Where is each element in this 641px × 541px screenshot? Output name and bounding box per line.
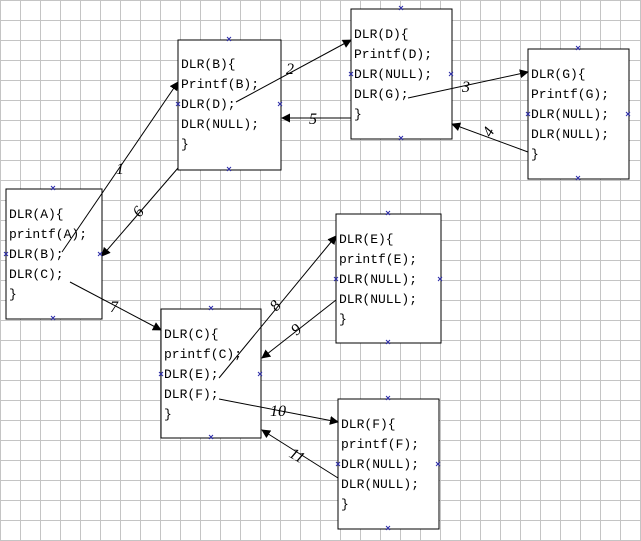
arrow-10-label: 10 <box>270 403 286 420</box>
arrow-7-line <box>69 281 162 331</box>
arrow-11-line <box>261 429 339 479</box>
box-d[interactable]: DLR(D){ Printf(D); DLR(NULL); DLR(G); } <box>350 8 453 140</box>
box-c-line-4: DLR(F); <box>164 387 219 402</box>
arrow-6-line <box>101 167 179 257</box>
arrow-1-line <box>61 81 179 253</box>
box-b-line-3: DLR(D); <box>181 97 236 112</box>
arrow-5[interactable]: 5 <box>281 111 351 128</box>
arrow-9-line <box>261 299 337 359</box>
box-b-line-4: DLR(NULL); <box>181 117 259 132</box>
arrow-9-label: 9 <box>288 321 305 339</box>
arrow-4-line <box>451 122 529 153</box>
box-e[interactable]: DLR(E){ printf(E); DLR(NULL); DLR(NULL);… <box>335 213 442 344</box>
box-a-line-5: } <box>9 287 17 302</box>
box-e-line-2: printf(E); <box>339 252 417 267</box>
box-g-frame <box>527 48 630 180</box>
arrow-2-line <box>235 39 352 103</box>
arrow-3[interactable]: 3 <box>407 69 529 99</box>
arrow-1-label: 1 <box>116 161 124 178</box>
box-e-line-4: DLR(NULL); <box>339 292 417 307</box>
box-a-line-3: DLR(B); <box>9 247 64 262</box>
arrow-2-label: 2 <box>286 61 294 78</box>
box-a-line-4: DLR(C); <box>9 267 64 282</box>
handle-marker <box>175 36 283 172</box>
box-c-line-3: DLR(E); <box>164 367 219 382</box>
arrow-10[interactable]: 10 <box>218 398 339 425</box>
arrow-10-line <box>218 398 339 425</box>
box-e-line-5: } <box>339 312 347 327</box>
box-f[interactable]: DLR(F){ printf(F); DLR(NULL); DLR(NULL);… <box>337 398 440 530</box>
arrow-5-label: 5 <box>309 111 317 128</box>
box-b[interactable]: DLR(B){ Printf(B); DLR(D); DLR(NULL); } <box>177 39 282 171</box>
arrow-1[interactable]: 1 <box>61 81 179 253</box>
arrow-2[interactable]: 2 <box>235 39 352 103</box>
box-b-frame <box>177 39 282 171</box>
box-g-line-2: Printf(G); <box>531 87 609 102</box>
arrow-4-label: 4 <box>480 124 499 139</box>
handle-marker <box>335 395 441 531</box>
box-d-line-4: DLR(G); <box>354 87 409 102</box>
box-c-line-2: printf(C); <box>164 347 242 362</box>
box-c-line-5: } <box>164 407 172 422</box>
arrow-3-line <box>407 69 529 99</box>
handle-marker <box>525 45 631 181</box>
box-f-line-2: printf(F); <box>341 437 419 452</box>
arrow-8-line <box>218 235 337 379</box>
box-d-line-5: } <box>354 107 362 122</box>
box-a-frame <box>5 188 103 320</box>
box-f-line-4: DLR(NULL); <box>341 477 419 492</box>
box-f-line-3: DLR(NULL); <box>341 457 419 472</box>
box-g-line-5: } <box>531 147 539 162</box>
arrow-4[interactable]: 4 <box>451 122 529 153</box>
handle-marker <box>348 5 454 141</box>
box-c[interactable]: DLR(C){ printf(C); DLR(E); DLR(F); } <box>160 308 262 439</box>
arrow-8-label: 8 <box>267 298 285 315</box>
arrow-7[interactable]: 7 <box>69 281 162 331</box>
box-d-line-3: DLR(NULL); <box>354 67 432 82</box>
arrow-8[interactable]: 8 <box>218 235 337 379</box>
box-c-frame <box>160 308 262 439</box>
box-f-line-1: DLR(F){ <box>341 417 396 432</box>
box-b-line-1: DLR(B){ <box>181 57 236 72</box>
arrow-7-label: 7 <box>110 299 119 316</box>
box-a-line-1: DLR(A){ <box>9 207 64 222</box>
handle-marker <box>333 210 443 345</box>
handle-marker <box>158 305 263 440</box>
box-g[interactable]: DLR(G){ Printf(G); DLR(NULL); DLR(NULL);… <box>527 48 630 180</box>
box-c-line-1: DLR(C){ <box>164 327 219 342</box>
box-f-line-5: } <box>341 497 349 512</box>
selection-handles <box>3 5 631 531</box>
box-e-line-1: DLR(E){ <box>339 232 394 247</box>
box-e-line-3: DLR(NULL); <box>339 272 417 287</box>
box-b-line-5: } <box>181 137 189 152</box>
handle-marker <box>3 185 103 321</box>
box-a-line-2: printf(A); <box>9 227 87 242</box>
arrow-11-label: 11 <box>286 445 307 467</box>
box-g-line-3: DLR(NULL); <box>531 107 609 122</box>
box-d-line-1: DLR(D){ <box>354 27 409 42</box>
box-d-line-2: Printf(D); <box>354 47 432 62</box>
box-g-line-1: DLR(G){ <box>531 67 586 82</box>
box-e-frame <box>335 213 442 344</box>
arrow-11[interactable]: 11 <box>261 429 339 479</box>
arrow-3-label: 3 <box>461 79 470 96</box>
box-g-line-4: DLR(NULL); <box>531 127 609 142</box>
box-a[interactable]: DLR(A){ printf(A); DLR(B); DLR(C); } <box>5 188 103 320</box>
arrow-6[interactable]: 6 <box>101 167 179 257</box>
box-b-line-2: Printf(B); <box>181 77 259 92</box>
